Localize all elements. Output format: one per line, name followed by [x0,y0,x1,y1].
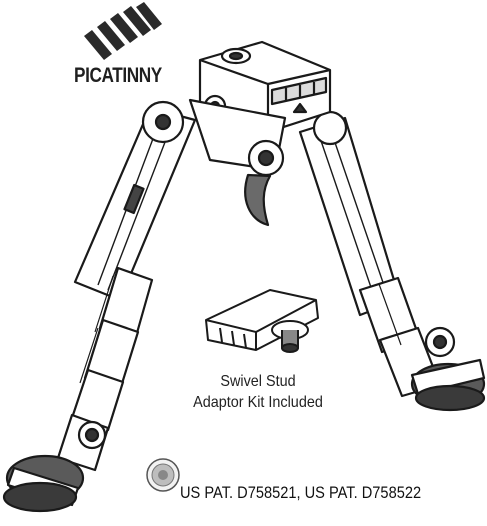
picatinny-wordmark: PICATINNY [74,64,162,87]
swivel-stud-adaptor [205,289,319,353]
right-leg [298,110,486,412]
caption-line-2: Adaptor Kit Included [193,394,323,411]
left-leg [2,100,197,513]
rail-stripes-icon [84,2,162,60]
caption-line-1: Swivel Stud [220,373,296,390]
rail-mount [188,40,332,227]
patent-text: US PAT. D758521, US PAT. D758522 [180,483,422,502]
patent-office-seal-icon [146,458,180,492]
adaptor-caption: Swivel Stud Adaptor Kit Included [191,371,326,413]
